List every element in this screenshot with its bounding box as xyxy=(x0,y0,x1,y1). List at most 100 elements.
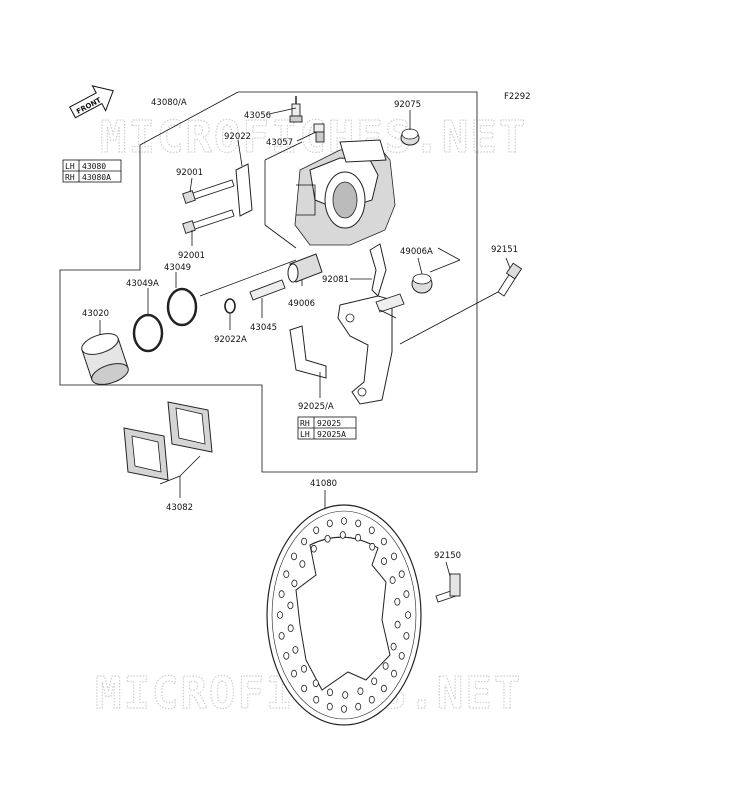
label-43056: 43056 xyxy=(244,111,271,121)
disc-hole xyxy=(398,651,405,660)
disc-hole xyxy=(398,570,405,578)
disc-hole xyxy=(355,519,362,528)
disc-hole xyxy=(291,579,298,588)
bracket-table-part-1: 92025 xyxy=(317,419,341,428)
label-92001-upper: 92001 xyxy=(176,168,203,178)
disc-hole xyxy=(339,531,346,539)
label-49006: 49006 xyxy=(288,299,315,309)
caliper-body xyxy=(294,139,396,246)
figure-code: F2292 xyxy=(504,92,531,102)
disc-hole xyxy=(310,544,317,553)
pin-43045 xyxy=(249,279,286,301)
label-92151: 92151 xyxy=(491,245,518,255)
disc-hole xyxy=(340,517,347,525)
label-92022a: 92022A xyxy=(214,335,247,345)
disc-hole xyxy=(354,533,361,542)
caliper-bracket xyxy=(337,293,405,405)
part-labels: 43080/A 43056 92075 43057 92022 92001 92… xyxy=(82,98,518,561)
disc-hole xyxy=(390,642,397,651)
disc-hole xyxy=(287,624,294,632)
disc-hole xyxy=(369,542,376,551)
bolt-92001-upper xyxy=(182,179,235,204)
brake-disc-41080 xyxy=(266,504,422,726)
disc-hole xyxy=(389,576,396,584)
bracket-table-part-2: 92025A xyxy=(317,430,346,439)
piston-43020 xyxy=(81,333,129,385)
disc-hole xyxy=(276,611,283,619)
label-43049: 43049 xyxy=(164,263,191,273)
disc-hole xyxy=(357,687,364,695)
label-43080a: 43080/A xyxy=(151,98,187,108)
seal-43049a xyxy=(132,313,164,353)
boot-92075 xyxy=(400,128,420,146)
spring-92081 xyxy=(369,243,387,297)
label-92022: 92022 xyxy=(224,132,251,142)
label-41080: 41080 xyxy=(310,479,337,489)
disc-hole xyxy=(301,537,308,546)
disc-hole xyxy=(380,684,387,693)
caliper-table-part-2: 43080A xyxy=(82,173,111,182)
disc-hole xyxy=(368,695,375,704)
label-43057: 43057 xyxy=(266,138,293,148)
disc-hole xyxy=(278,590,285,598)
bracket-side-table: RH 92025 LH 92025A xyxy=(297,416,357,440)
label-92025a: 92025/A xyxy=(298,402,334,412)
disc-hole xyxy=(403,590,410,598)
disc-hole xyxy=(342,691,349,699)
disc-hole xyxy=(355,702,362,711)
disc-hole xyxy=(326,519,333,528)
disc-hole xyxy=(394,620,401,629)
bolt-92151 xyxy=(497,262,523,297)
label-92081: 92081 xyxy=(322,275,349,285)
sleeve-49006 xyxy=(287,253,323,283)
lock-plate-92022 xyxy=(235,163,253,217)
disc-hole xyxy=(382,662,389,670)
disc-hole xyxy=(312,679,319,688)
disc-hole xyxy=(326,702,333,711)
caliper-table-side-1: LH xyxy=(65,162,75,171)
disc-hole xyxy=(390,552,397,561)
ring-92022a xyxy=(224,298,236,314)
caliper-side-table: LH 43080 RH 43080A xyxy=(62,159,122,183)
disc-hole xyxy=(326,688,333,697)
label-49006a: 49006A xyxy=(400,247,433,257)
shim-92025 xyxy=(289,325,327,379)
bracket-table-side-1: RH xyxy=(300,419,310,428)
disc-hole xyxy=(380,537,387,546)
disc-holes xyxy=(276,517,411,713)
disc-hole xyxy=(371,677,378,686)
bleeder-valve xyxy=(289,96,303,123)
label-92150: 92150 xyxy=(434,551,461,561)
disc-hole xyxy=(324,534,331,543)
label-43020: 43020 xyxy=(82,309,109,319)
disc-hole xyxy=(290,669,297,678)
disc-hole xyxy=(299,560,306,568)
caliper-table-part-1: 43080 xyxy=(82,162,106,171)
disc-hole xyxy=(368,526,375,535)
disc-hole xyxy=(313,695,320,704)
watermark-top: MICROFICHES.NET xyxy=(100,112,527,163)
bolt-92150 xyxy=(435,573,461,603)
disc-hole xyxy=(283,651,290,660)
disc-hole xyxy=(340,705,347,713)
seal-43049 xyxy=(166,287,198,327)
disc-hole xyxy=(278,632,285,640)
boot-49006a xyxy=(411,273,433,294)
label-43082: 43082 xyxy=(166,503,193,513)
disc-hole xyxy=(292,646,299,654)
disc-hole xyxy=(301,684,308,693)
label-92001-lower: 92001 xyxy=(178,251,205,261)
disc-hole xyxy=(394,597,401,606)
disc-hole xyxy=(313,526,320,535)
label-92075: 92075 xyxy=(394,100,421,110)
brake-pads-43082 xyxy=(123,401,213,481)
caliper-assembly-frame xyxy=(59,91,478,473)
disc-hole xyxy=(380,557,387,565)
bleeder-cap xyxy=(313,123,325,143)
disc-hole xyxy=(404,611,411,619)
bolt-92001-lower xyxy=(182,209,235,234)
caliper-table-side-2: RH xyxy=(65,173,75,182)
bracket-table-side-2: LH xyxy=(300,430,310,439)
